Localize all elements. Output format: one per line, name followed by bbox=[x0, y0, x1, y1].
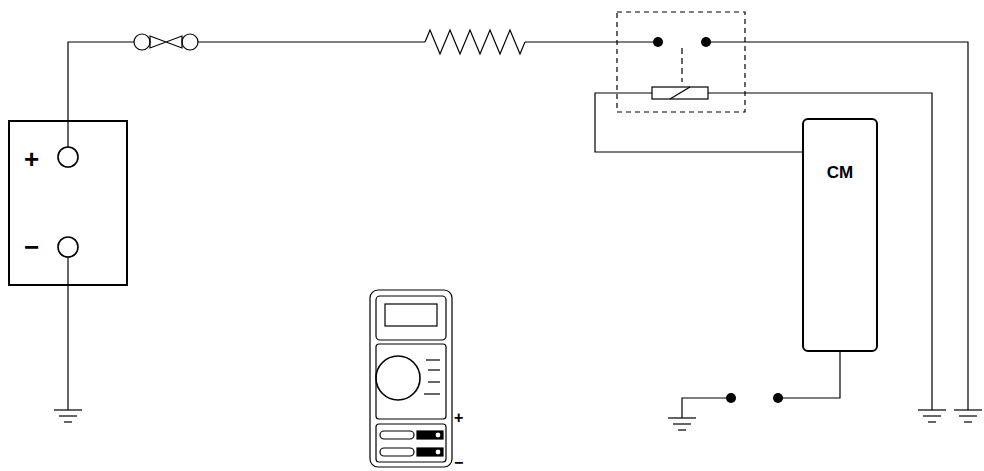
battery-terminal bbox=[58, 237, 78, 257]
relay-coil bbox=[652, 87, 708, 99]
resistor-symbol bbox=[425, 30, 525, 54]
module-name: CM bbox=[827, 164, 853, 181]
battery-terminal bbox=[58, 147, 78, 167]
wire bbox=[778, 352, 840, 398]
wire bbox=[525, 41, 655, 42]
relay-housing bbox=[617, 12, 745, 112]
control-module-box: CM bbox=[802, 118, 878, 352]
wire bbox=[68, 42, 134, 147]
ground-symbol bbox=[918, 410, 946, 422]
terminal-sign: + bbox=[24, 146, 39, 172]
wire bbox=[67, 257, 68, 410]
wire bbox=[198, 41, 425, 42]
battery-box: +− bbox=[8, 120, 128, 286]
probe-polarity: − bbox=[454, 455, 463, 471]
multimeter-icon bbox=[370, 290, 452, 467]
wire bbox=[595, 93, 802, 152]
switch-contact bbox=[726, 393, 736, 403]
relay-contact bbox=[653, 37, 663, 47]
wire bbox=[682, 398, 731, 418]
ground-symbol bbox=[954, 410, 982, 422]
probe-polarity: + bbox=[454, 410, 463, 426]
wire bbox=[706, 42, 968, 410]
fuse-symbol bbox=[134, 34, 198, 50]
switch-contact bbox=[773, 393, 783, 403]
relay-linkage bbox=[681, 48, 682, 82]
ground-symbol bbox=[668, 418, 696, 430]
terminal-sign: − bbox=[24, 234, 39, 260]
relay-coil bbox=[670, 87, 690, 99]
ground-symbol bbox=[54, 410, 82, 422]
wire bbox=[708, 93, 932, 410]
relay-contact bbox=[701, 37, 711, 47]
